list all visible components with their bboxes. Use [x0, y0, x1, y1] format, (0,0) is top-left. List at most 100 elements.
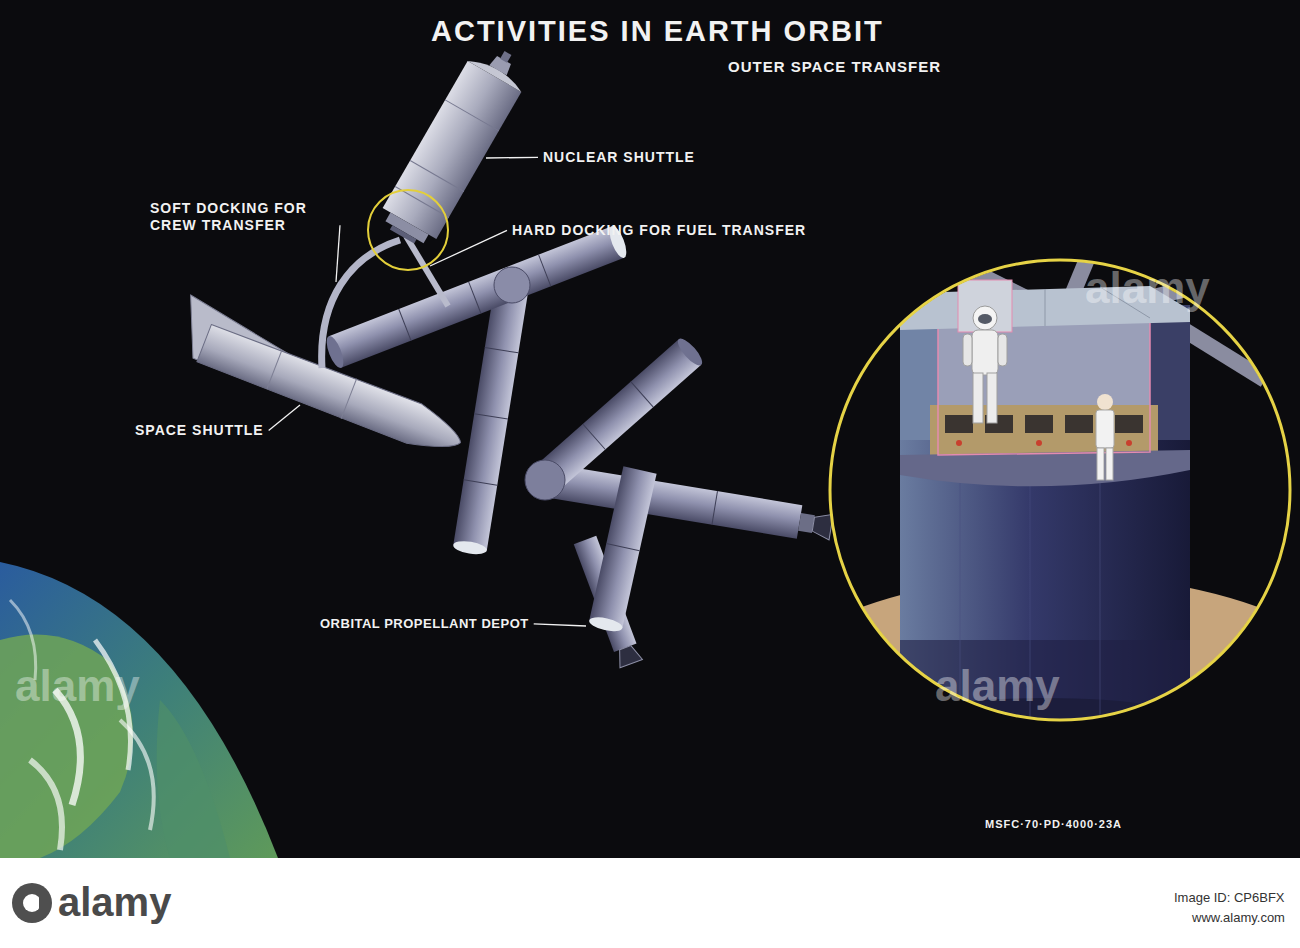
leader-line	[534, 624, 586, 626]
orbital-propellant-depot-part-part	[589, 466, 656, 628]
strip-logo-icon-part	[12, 883, 52, 923]
nuclear-shuttle-part	[375, 38, 535, 253]
cutaway-inset-part-part	[978, 314, 992, 324]
nuclear-shuttle-part-part	[445, 100, 499, 131]
cutaway-inset-part-part	[1100, 470, 1101, 720]
docking-links-part	[406, 236, 448, 306]
earth-part	[0, 562, 278, 858]
cutaway-inset-part-part	[973, 373, 983, 423]
cutaway-inset-part-part	[945, 415, 973, 433]
orbital-propellant-depot-part-part	[452, 539, 487, 556]
nuclear-shuttle-part-part	[500, 51, 511, 63]
cutaway-inset-part-part	[1036, 440, 1042, 446]
subtitle: OUTER SPACE TRANSFER	[728, 58, 941, 76]
cutaway-inset-part-part	[930, 405, 1158, 457]
earth	[0, 562, 278, 858]
orbital-propellant-depot-part-part	[323, 334, 347, 370]
cutaway-inset-part-part	[1096, 410, 1114, 448]
diagram-title: ACTIVITIES IN EARTH ORBIT	[431, 14, 884, 49]
space-shuttle-part-part	[267, 351, 282, 389]
orbital-propellant-depot-part-part	[539, 255, 551, 287]
earth-part	[0, 600, 230, 858]
nuclear-shuttle-part-part	[383, 61, 522, 239]
orbital-propellant-depot-part-part	[631, 382, 654, 407]
orbital-propellant-depot-part	[494, 267, 530, 303]
cutaway-inset-part-part	[1097, 394, 1113, 410]
nuclear-shuttle-part	[368, 190, 448, 270]
orbital-propellant-depot-part	[525, 460, 565, 500]
cutaway-inset-part-part	[1097, 448, 1104, 480]
orbital-propellant-depot-part	[542, 463, 834, 544]
cutaway-inset-part-part	[938, 320, 1150, 415]
orbital-propellant-depot-part	[452, 282, 528, 556]
cutaway-inset-part-part	[900, 430, 1190, 730]
cutaway-inset-part	[730, 240, 1300, 895]
cutaway-inset-part-part	[1126, 440, 1132, 446]
leader-line	[336, 225, 340, 282]
earth-part-part	[120, 720, 154, 830]
orbital-propellant-depot-part-part	[474, 414, 508, 419]
watermark: alamy	[15, 660, 140, 713]
cutaway-inset-part-part	[1115, 415, 1143, 433]
cutaway-inset	[730, 240, 1300, 895]
drawing-number: MSFC·70·PD·4000·23A	[985, 818, 1122, 831]
cutaway-inset-part-part	[1065, 415, 1093, 433]
cutaway-inset-part	[830, 260, 1290, 720]
cutaway-inset-part-part	[973, 306, 997, 330]
cutaway-inset-part-part	[987, 373, 997, 423]
cutaway-inset-part-part	[1106, 448, 1113, 480]
orbital-propellant-depot-part	[588, 466, 657, 633]
part-label: ORBITAL PROPELLANT DEPOT	[320, 616, 529, 632]
leader-line	[430, 230, 507, 266]
orbital-propellant-depot-part-part	[469, 282, 481, 314]
earth-part-part	[30, 760, 62, 850]
nuclear-shuttle-part-part	[385, 213, 428, 244]
watermark-logo: alamy	[58, 878, 171, 926]
orbital-propellant-depot-part-part	[329, 226, 624, 368]
strip-logo-icon	[12, 883, 52, 923]
cutaway-inset-part-part	[998, 334, 1007, 366]
nuclear-shuttle	[368, 38, 535, 270]
space-background	[0, 0, 1300, 858]
watermark-url: www.alamy.com	[1192, 910, 1285, 926]
orbital-propellant-depot-part-part	[674, 335, 705, 368]
leader-line	[269, 405, 300, 430]
orbital-propellant-depot-part-part	[399, 309, 411, 341]
watermark: alamy	[935, 660, 1060, 713]
orbital-propellant-depot-part-part	[712, 491, 718, 525]
cutaway-inset-part-part	[1045, 289, 1046, 326]
watermark: alamy	[1085, 262, 1210, 315]
space-shuttle-part-part	[197, 323, 469, 462]
orbital-propellant-depot-part-part	[583, 424, 606, 449]
orbital-propellant-depot-part-part	[464, 480, 498, 485]
nuclear-shuttle-part-part	[410, 160, 464, 191]
part-label: NUCLEAR SHUTTLE	[543, 149, 695, 166]
cutaway-inset-part-part	[963, 334, 972, 366]
strip-logo-icon-part	[39, 894, 44, 914]
cutaway-inset-part-part	[972, 330, 998, 375]
part-label: HARD DOCKING FOR FUEL TRANSFER	[512, 222, 806, 239]
orbital-propellant-depot-part-part	[606, 543, 639, 550]
nuclear-shuttle-part-part	[468, 54, 525, 91]
cutaway-inset-part-part	[956, 440, 962, 446]
docking-links	[322, 236, 448, 368]
nuclear-shuttle-part-part	[390, 225, 417, 243]
part-label: SOFT DOCKING FOR CREW TRANSFER	[150, 200, 335, 234]
orbital-propellant-depot	[323, 224, 834, 668]
orbital-propellant-depot-part-part	[542, 463, 802, 538]
strip-logo-icon-part	[23, 894, 41, 912]
orbital-propellant-depot-part-part	[588, 615, 624, 634]
space-shuttle-part-part	[341, 379, 357, 419]
orbital-propellant-depot-part-part	[485, 347, 519, 352]
cutaway-inset-part-part	[958, 280, 1012, 332]
orbital-propellant-depot-part	[323, 224, 629, 370]
image-id: Image ID: CP6BFX	[1174, 890, 1285, 906]
earth-part-part	[157, 700, 230, 858]
part-label: SPACE SHUTTLE	[135, 422, 264, 439]
orbital-propellant-depot-part-part	[453, 282, 529, 550]
watermark-strip	[0, 858, 1300, 948]
orbital-propellant-depot-part-part	[614, 644, 642, 668]
